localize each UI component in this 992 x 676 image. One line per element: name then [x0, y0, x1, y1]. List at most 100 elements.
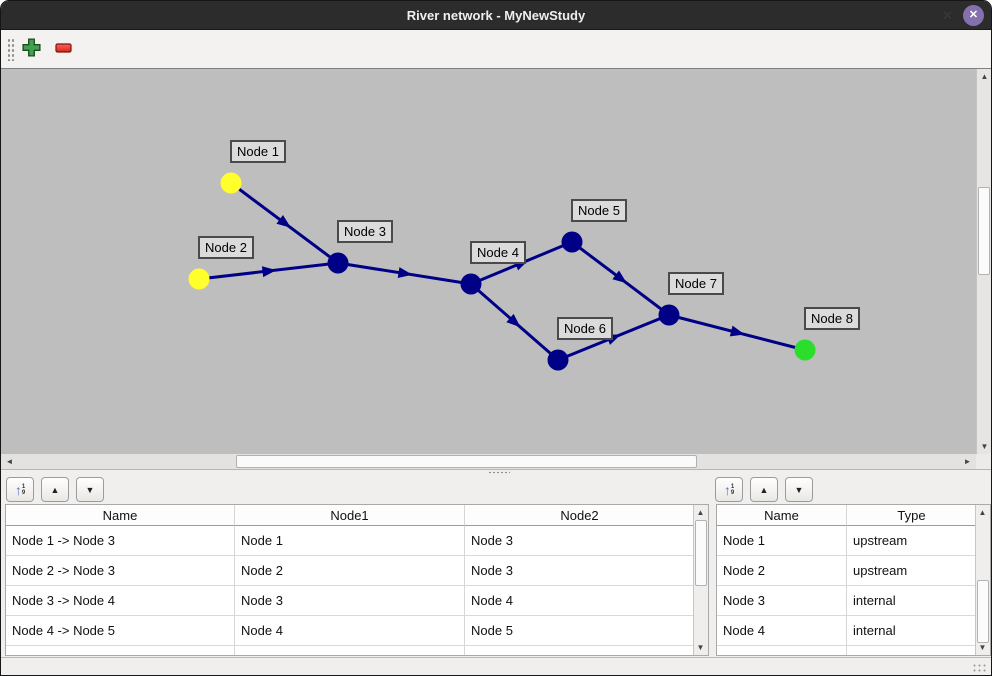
node-table-cell: [717, 646, 847, 655]
window-title: River network - MyNewStudy: [406, 8, 586, 23]
river-node[interactable]: [794, 339, 816, 361]
branch-table-cell[interactable]: Node 2 -> Node 3: [6, 556, 235, 586]
close-button[interactable]: ✕: [963, 5, 984, 26]
river-node[interactable]: [658, 304, 680, 326]
node-table-cell[interactable]: internal: [847, 586, 977, 616]
branch-table-cell[interactable]: Node 2: [235, 556, 465, 586]
node-table-row: [717, 646, 990, 655]
scroll-up-icon[interactable]: ▲: [696, 508, 705, 517]
river-node[interactable]: [561, 231, 583, 253]
triangle-down-icon: ▼: [85, 484, 95, 495]
node-column-header[interactable]: Name: [717, 505, 847, 526]
scrollbar-corner: [976, 454, 991, 469]
node-column-header[interactable]: Type: [847, 505, 977, 526]
node-label: Node 4: [470, 241, 526, 264]
river-node[interactable]: [220, 172, 242, 194]
node-label: Node 5: [571, 199, 627, 222]
branch-table-cell[interactable]: Node 3: [235, 586, 465, 616]
node-scroll-thumb[interactable]: [977, 580, 989, 643]
close-icon: ✕: [968, 9, 979, 21]
scroll-left-icon[interactable]: ◄: [5, 457, 14, 466]
node-table-scrollbar[interactable]: ▲ ▼: [975, 505, 990, 655]
status-bar: [1, 657, 991, 675]
node-table-cell[interactable]: upstream: [847, 526, 977, 556]
branch-column-header[interactable]: Node1: [235, 505, 465, 526]
branch-table-cell[interactable]: Node 3 -> Node 4: [6, 586, 235, 616]
branch-column-header[interactable]: Name: [6, 505, 235, 526]
scroll-down-icon[interactable]: ▼: [978, 643, 987, 652]
node-move-down-button[interactable]: ▼: [785, 477, 813, 502]
triangle-up-icon: ▲: [759, 484, 769, 495]
branch-table-scrollbar[interactable]: ▲ ▼: [693, 505, 708, 655]
node-table-cell[interactable]: upstream: [847, 556, 977, 586]
river-node[interactable]: [327, 252, 349, 274]
main-toolbar: [1, 30, 991, 68]
node-table-cell[interactable]: Node 2: [717, 556, 847, 586]
add-node-button[interactable]: [19, 37, 43, 61]
node-table-cell[interactable]: Node 1: [717, 526, 847, 556]
branch-table-cell[interactable]: Node 3: [465, 556, 695, 586]
branch-scroll-thumb[interactable]: [695, 520, 707, 586]
node-table-cell[interactable]: internal: [847, 616, 977, 646]
scroll-up-icon[interactable]: ▲: [978, 508, 987, 517]
branch-move-up-button[interactable]: ▲: [41, 477, 69, 502]
splitter-grip-icon: [488, 471, 510, 474]
canvas-horizontal-scrollbar[interactable]: ◄ ►: [1, 454, 991, 469]
branch-table-cell[interactable]: Node 4 -> Node 5: [6, 616, 235, 646]
river-node[interactable]: [460, 273, 482, 295]
river-node[interactable]: [188, 268, 210, 290]
remove-node-button[interactable]: [52, 37, 76, 61]
resize-grip[interactable]: [971, 662, 987, 673]
branch-table-cell[interactable]: Node 4: [465, 586, 695, 616]
branch-table-cell[interactable]: Node 1 -> Node 3: [6, 526, 235, 556]
branch-column-header[interactable]: Node2: [465, 505, 695, 526]
node-label: Node 8: [804, 307, 860, 330]
scroll-down-icon[interactable]: ▼: [696, 643, 705, 652]
branch-table-cell[interactable]: Node 5: [465, 616, 695, 646]
branch-table-cell[interactable]: Node 1: [235, 526, 465, 556]
canvas-hscroll-thumb[interactable]: [236, 455, 697, 468]
river-node[interactable]: [547, 349, 569, 371]
scroll-right-icon[interactable]: ►: [963, 457, 972, 466]
node-move-up-button[interactable]: ▲: [750, 477, 778, 502]
scroll-down-icon[interactable]: ▼: [980, 442, 989, 451]
branch-table-cell[interactable]: Node 4: [235, 616, 465, 646]
edge-arrow-icon: [612, 270, 627, 284]
branch-table-cell: [465, 646, 695, 655]
horizontal-splitter[interactable]: [1, 469, 991, 474]
canvas-vscroll-thumb[interactable]: [978, 187, 990, 275]
canvas-vertical-scrollbar[interactable]: ▲ ▼: [976, 69, 991, 454]
node-label: Node 7: [668, 272, 724, 295]
edge-arrow-icon: [276, 215, 291, 228]
node-label: Node 3: [337, 220, 393, 243]
scroll-up-icon[interactable]: ▲: [980, 72, 989, 81]
branch-table-cell[interactable]: Node 3: [465, 526, 695, 556]
node-label: Node 6: [557, 317, 613, 340]
node-label: Node 2: [198, 236, 254, 259]
toolbar-drag-handle[interactable]: [7, 38, 15, 61]
node-table-cell[interactable]: Node 4: [717, 616, 847, 646]
remove-bar-icon: [55, 42, 73, 57]
branch-move-down-button[interactable]: ▼: [76, 477, 104, 502]
titlebar[interactable]: River network - MyNewStudy ✕ ✕: [1, 1, 991, 30]
node-table-cell[interactable]: Node 3: [717, 586, 847, 616]
